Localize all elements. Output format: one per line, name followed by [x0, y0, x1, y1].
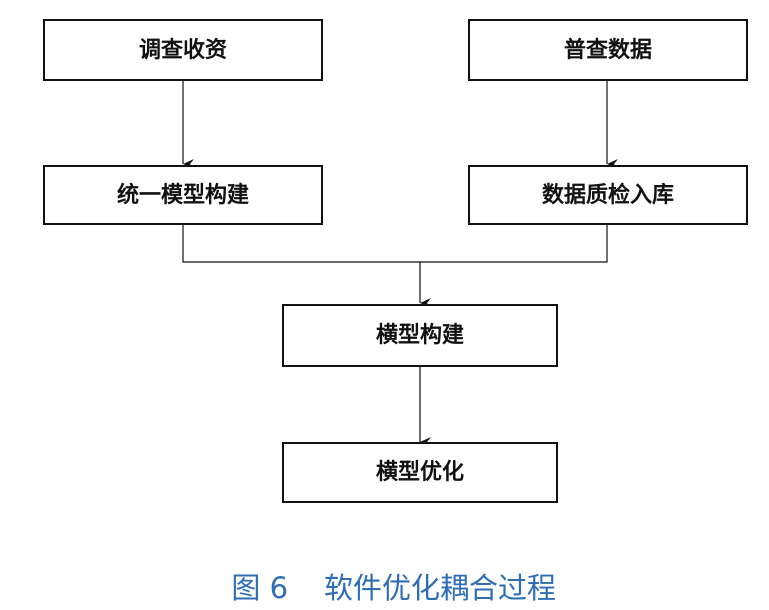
flowchart: 调查收资 普查数据 统一模型构建 数据质检入库 横型构建 横型优化: [43, 19, 748, 503]
node-model-build: 横型构建: [282, 304, 558, 367]
node-unified-model: 统一模型构建: [43, 165, 323, 225]
edge-merge-connector: [182, 224, 608, 263]
figure-number: 图 6: [231, 571, 289, 605]
node-data-qc: 数据质检入库: [468, 165, 748, 225]
node-model-build-label: 横型构建: [376, 322, 464, 348]
node-survey-collection: 调查收资: [43, 19, 323, 81]
node-model-optimize-label: 横型优化: [376, 459, 464, 485]
node-census-data: 普查数据: [468, 19, 748, 81]
node-model-optimize: 横型优化: [282, 442, 558, 503]
node-unified-model-label: 统一模型构建: [117, 182, 249, 208]
node-survey-collection-label: 调查收资: [139, 37, 227, 63]
figure-title: 软件优化耦合过程: [324, 571, 557, 605]
node-data-qc-label: 数据质检入库: [542, 182, 674, 208]
figure-caption: 图 6 软件优化耦合过程: [0, 522, 769, 610]
node-census-data-label: 普查数据: [564, 37, 652, 63]
